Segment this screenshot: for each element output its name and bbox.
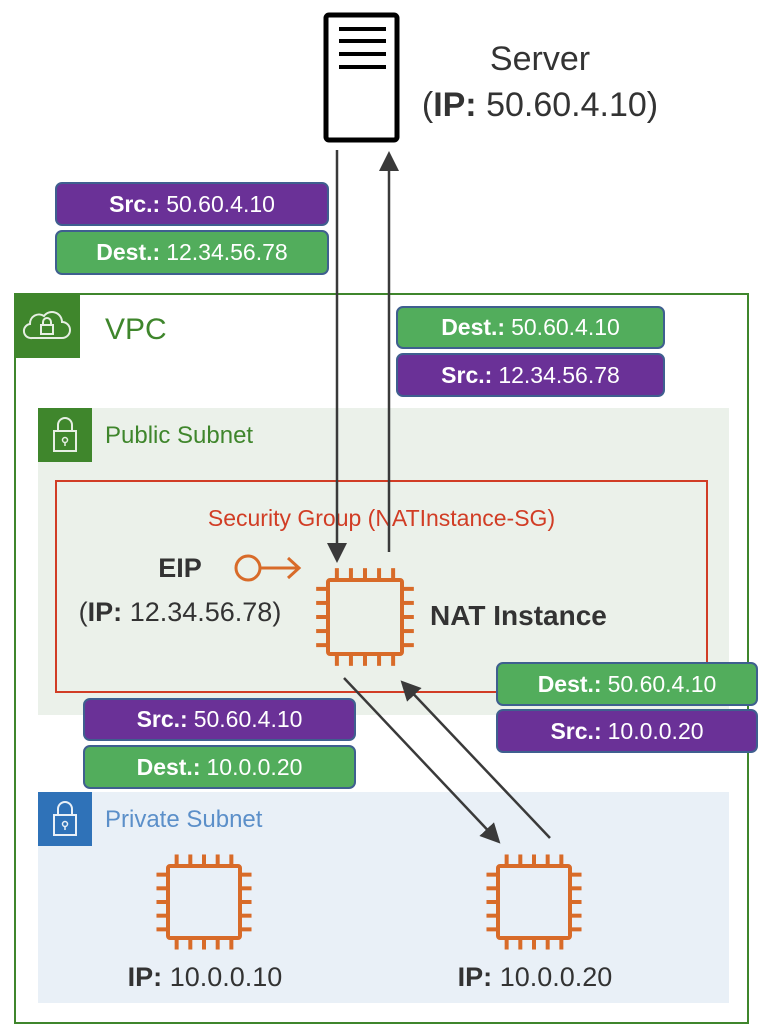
packet-src-tag: Src.:12.34.56.78	[396, 353, 665, 397]
security-group-label: Security Group (NATInstance-SG)	[207, 505, 556, 531]
nat-instance-chip-icon	[316, 568, 414, 666]
server-icon	[323, 12, 400, 143]
packet-src-tag: Src.:10.0.0.20	[496, 709, 758, 753]
vpc-container	[14, 293, 749, 1024]
ec2-instance-1-chip-icon	[156, 854, 252, 950]
arrow-nat-to-private-instance	[343, 677, 501, 844]
public-subnet-label: Public Subnet	[105, 422, 254, 449]
security-group	[55, 480, 708, 693]
vpc-label: VPC	[105, 313, 167, 346]
server-label: Server (IP: 50.60.4.10)	[420, 36, 660, 128]
private-subnet	[38, 792, 729, 1003]
arrow-private-instance-to-nat	[400, 680, 551, 839]
server-ip: (IP: 50.60.4.10)	[421, 86, 659, 124]
server-title: Server	[489, 40, 591, 78]
packet-dest-tag: Dest.:50.60.4.10	[396, 306, 665, 349]
packet-dest-tag: Dest.:12.34.56.78	[55, 230, 329, 275]
eip-label: EIP (IP: 12.34.56.78)	[78, 553, 282, 627]
nat-instance-label: NAT Instance	[430, 600, 607, 631]
private-subnet-label: Private Subnet	[105, 806, 263, 833]
instance-2-ip: IP: 10.0.0.20	[457, 962, 613, 992]
instance-1-ip: IP: 10.0.0.10	[127, 962, 283, 992]
public-subnet-lock-icon	[38, 408, 92, 462]
vpc-cloud-lock-icon	[14, 293, 80, 358]
packet-dest-tag: Dest.:50.60.4.10	[496, 662, 758, 706]
packet-dest-tag: Dest.:10.0.0.20	[83, 745, 356, 789]
packet-src-tag: Src.:50.60.4.10	[55, 182, 329, 226]
elastic-ip-icon	[234, 554, 302, 582]
private-subnet-lock-icon	[38, 792, 92, 846]
ec2-instance-2-chip-icon	[486, 854, 582, 950]
packet-src-tag: Src.:50.60.4.10	[83, 698, 356, 741]
